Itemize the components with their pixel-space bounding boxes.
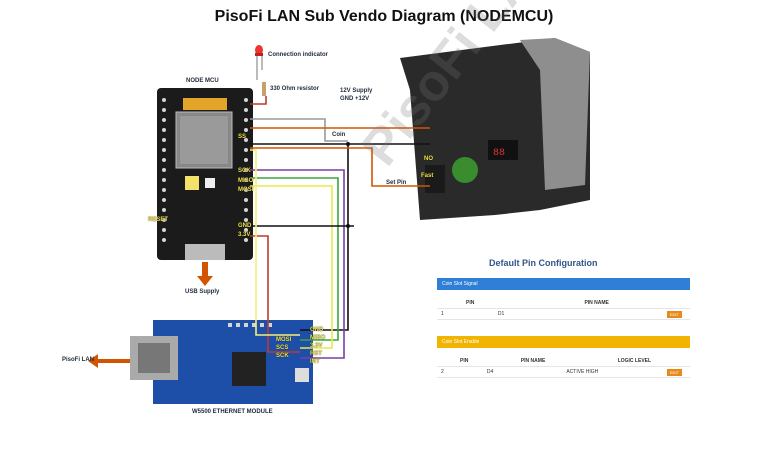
- lan-arrow-icon: [88, 354, 130, 368]
- nodemcu-board: [157, 88, 253, 260]
- w5500-pin-3v3: 3.3V: [310, 343, 323, 349]
- resistor: [262, 82, 266, 96]
- col-pin-name: PIN NAME: [520, 358, 546, 364]
- coin-slot-enable-header: Coin Slot Enable: [437, 336, 690, 348]
- label-resistor: 330 Ohm resistor: [270, 86, 320, 92]
- w5500-pin-int: INT: [310, 359, 320, 365]
- led-indicator: [255, 45, 263, 80]
- table-row: 2 D4 ACTIVE HIGH EDIT: [437, 367, 690, 378]
- pin-3v3: 3.3V: [238, 232, 251, 238]
- signal-row-index: 1: [441, 311, 444, 317]
- acceptor-label-no: NO: [424, 156, 433, 162]
- label-pisofi-lan: PisoFi LAN: [62, 357, 95, 363]
- usb-arrow-icon: [197, 262, 213, 286]
- col-logic-level: LOGIC LEVEL: [617, 358, 652, 364]
- col-pin-name: PIN NAME: [584, 300, 609, 306]
- label-w5500: W5500 ETHERNET MODULE: [192, 409, 273, 415]
- enable-table-header: PIN PIN NAME LOGIC LEVEL: [437, 356, 690, 367]
- w5500-pin-rst: RST: [310, 351, 322, 357]
- w5500-pin-mosi: MOSI: [276, 337, 292, 343]
- pin-ss: SS: [238, 134, 247, 140]
- wire-gnd: [250, 143, 349, 331]
- w5500-pin-gnd: GND: [310, 327, 324, 333]
- label-gnd-12v: GND +12V: [340, 96, 370, 102]
- pin-mosi: MOSI: [238, 187, 254, 193]
- signal-edit-button[interactable]: EDIT: [666, 310, 682, 318]
- coin-acceptor: 88: [400, 38, 590, 220]
- w5500-pin-scs: SCS: [276, 345, 289, 351]
- wire-led: [250, 96, 267, 105]
- enable-edit-button[interactable]: EDIT: [666, 368, 683, 376]
- table-row: 1 D1 EDIT: [437, 309, 690, 320]
- w5500-pin-sck: SCK: [276, 353, 289, 359]
- wire-miso: [250, 177, 339, 341]
- wire-set-pin: [250, 147, 430, 187]
- wire-coin: [250, 118, 348, 142]
- label-connection-indicator: Connection indicator: [268, 52, 328, 58]
- col-pin: PIN: [460, 358, 469, 364]
- acceptor-label-fast: Fast: [421, 173, 434, 179]
- pin-miso: MISO: [238, 178, 254, 184]
- label-nodemcu: NODE MCU: [186, 78, 219, 84]
- wire-sck: [250, 169, 345, 359]
- pin-config-title: Default Pin Configuration: [489, 258, 598, 268]
- label-usb-supply: USB Supply: [185, 289, 220, 295]
- w5500-pin-miso: MISO: [310, 335, 326, 341]
- enable-row-name: D4: [486, 369, 494, 375]
- enable-row-level: ACTIVE HIGH: [566, 369, 599, 375]
- w5500-module: [130, 320, 313, 404]
- wire-mosi: [250, 185, 333, 349]
- enable-row-index: 2: [441, 369, 444, 375]
- pin-config-panel: Coin Slot Signal PIN PIN NAME 1 D1 EDIT …: [437, 278, 690, 378]
- col-pin: PIN: [465, 300, 475, 306]
- signal-row-name: D1: [497, 311, 505, 317]
- signal-table-header: PIN PIN NAME: [437, 298, 690, 309]
- wire-3v3: [250, 235, 300, 353]
- pin-sck: SCK: [238, 168, 251, 174]
- label-reset: RESET: [148, 217, 169, 223]
- label-set-pin: Set Pin: [386, 180, 407, 186]
- pin-gnd: GND: [238, 223, 252, 229]
- label-coin: Coin: [332, 132, 346, 138]
- coin-slot-signal-header: Coin Slot Signal: [437, 278, 690, 290]
- wire-ss: [250, 149, 300, 336]
- svg-text:88: 88: [493, 148, 505, 159]
- diagram-title: PisoFi LAN Sub Vendo Diagram (NODEMCU): [214, 8, 554, 25]
- label-supply: 12V Supply: [340, 88, 373, 94]
